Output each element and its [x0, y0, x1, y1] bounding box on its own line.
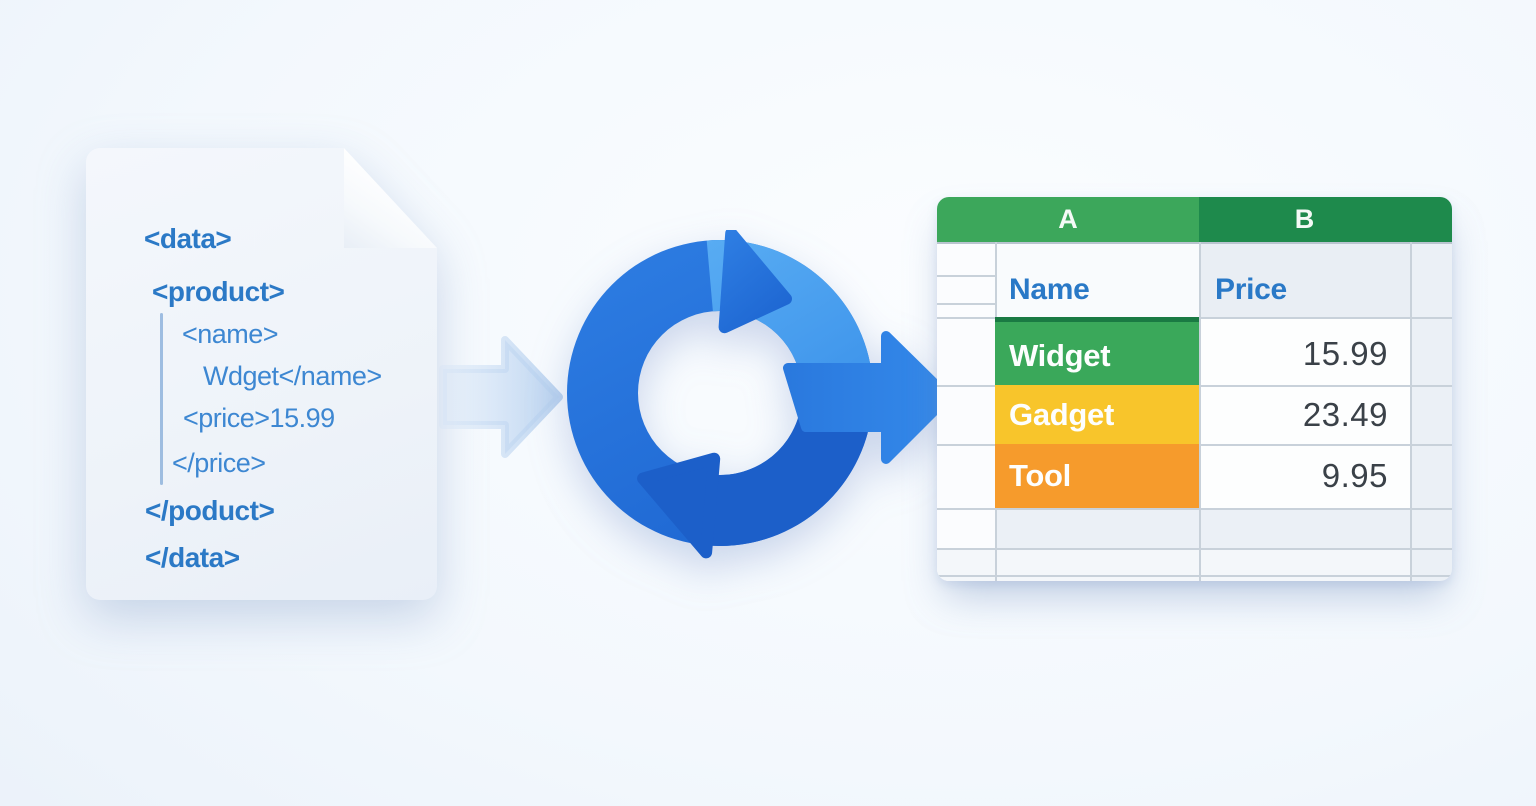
name-cell-widget	[995, 317, 1199, 385]
cell-value: 15.99	[1302, 335, 1388, 372]
cell-value: 23.49	[1302, 396, 1388, 433]
cell-value: Tool	[1009, 458, 1071, 493]
gridline	[1199, 242, 1201, 581]
xml-code-line: </data>	[145, 542, 240, 573]
xml-code-line: <data>	[144, 223, 232, 254]
xml-code-line: </price>	[172, 448, 266, 478]
column-header-a	[937, 197, 1199, 242]
folded-corner-icon	[344, 148, 437, 248]
price-field-label: Price	[1215, 273, 1287, 306]
xml-code-line: </poduct>	[145, 495, 275, 526]
convert-cycle-icon	[567, 230, 953, 559]
name-field-label: Name	[1009, 273, 1090, 306]
xml-code-line: <price>15.99	[183, 403, 335, 433]
gridline	[937, 508, 1452, 510]
column-header-b	[1199, 197, 1452, 242]
gridline	[937, 575, 1452, 577]
xml-code-line: Wdget</name>	[203, 361, 382, 391]
gridline	[937, 242, 1452, 244]
xml-code-line: <product>	[152, 276, 285, 307]
column-letter-b: B	[1294, 204, 1315, 234]
cell-value: 9.95	[1321, 457, 1388, 494]
name-cell-gadget	[995, 385, 1199, 444]
price-cell	[1199, 385, 1410, 444]
gridline	[937, 275, 995, 277]
price-cell	[1199, 317, 1410, 385]
name-cell-tool	[995, 444, 1199, 508]
price-cell	[1199, 444, 1410, 508]
name-header-cell	[995, 242, 1199, 317]
price-header-cell	[1199, 242, 1410, 317]
gridline	[937, 548, 1452, 550]
cell-value: Widget	[1009, 338, 1111, 373]
gridline	[1410, 242, 1412, 581]
cell-value: Gadget	[1009, 397, 1114, 432]
flow-arrow-icon	[439, 336, 563, 458]
gridline	[937, 303, 995, 305]
spreadsheet: A B Name Price Widget Gadget Tool	[937, 197, 1452, 581]
row-header-column	[937, 242, 995, 581]
xml-document-page: <data> <product> <name> Wdget</name> <pr…	[86, 148, 437, 600]
xml-document: <data> <product> <name> Wdget</name> <pr…	[86, 148, 437, 600]
indent-guide-line	[160, 313, 163, 485]
output-arrow-icon	[783, 331, 953, 464]
xml-code-line: <name>	[182, 319, 279, 349]
column-letter-a: A	[1058, 204, 1078, 234]
